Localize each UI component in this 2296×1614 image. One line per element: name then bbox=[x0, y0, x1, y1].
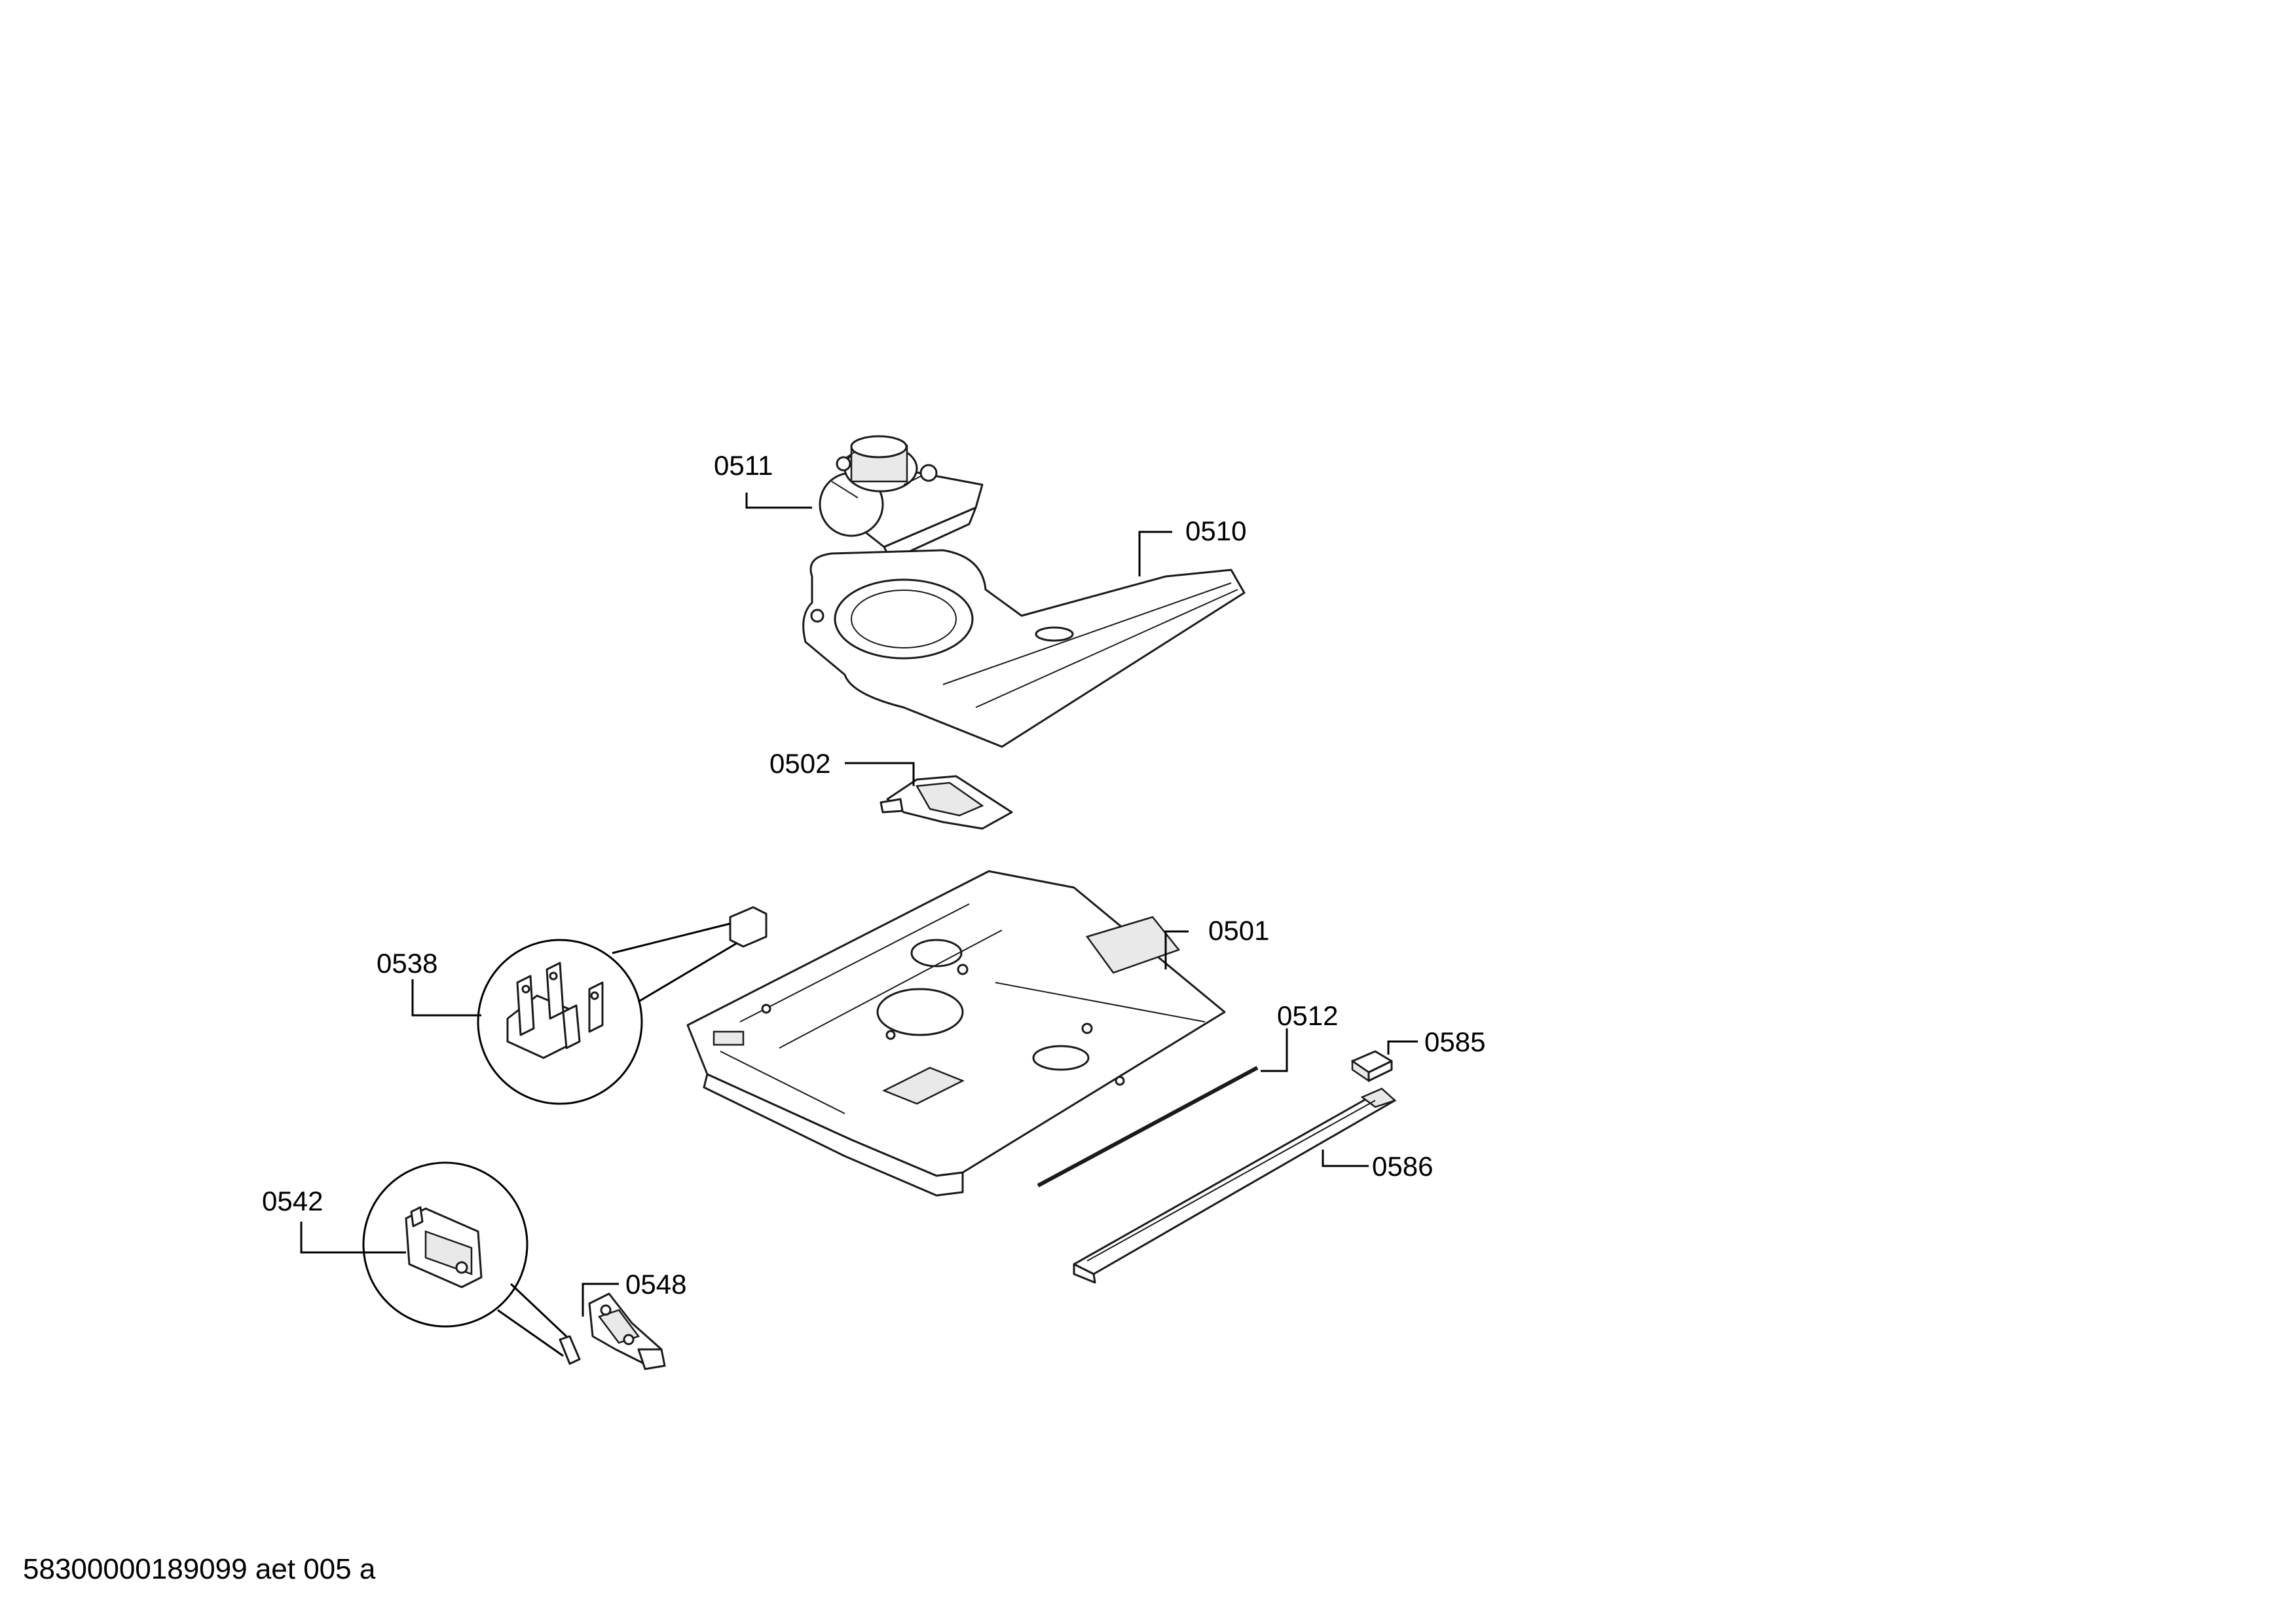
document-code: 58300000189099 aet 005 a bbox=[23, 1553, 376, 1585]
part-0510-air-duct bbox=[802, 549, 1246, 748]
part-0538-detail bbox=[477, 906, 768, 1105]
label-0510: 0510 bbox=[1185, 516, 1246, 546]
part-0542-detail bbox=[362, 1161, 581, 1365]
label-0586: 0586 bbox=[1372, 1151, 1433, 1182]
part-0511-fan-motor bbox=[819, 435, 984, 561]
leader-lines bbox=[300, 493, 1418, 1317]
label-0548: 0548 bbox=[625, 1269, 686, 1300]
label-0542: 0542 bbox=[262, 1186, 323, 1216]
part-0586-rail bbox=[1073, 1087, 1397, 1284]
part-0501-base-plate bbox=[686, 870, 1226, 1197]
part-number-labels: 0511 0510 0502 0501 0538 0512 0585 0586 … bbox=[262, 450, 1485, 1300]
part-0548-lock bbox=[588, 1292, 666, 1370]
label-0511: 0511 bbox=[714, 450, 773, 481]
part-0502-bracket bbox=[880, 775, 1013, 830]
part-0512-rod bbox=[1037, 1066, 1259, 1188]
label-0502: 0502 bbox=[769, 748, 830, 779]
label-0512: 0512 bbox=[1277, 1000, 1338, 1031]
label-0501: 0501 bbox=[1208, 915, 1269, 946]
part-0585-clip bbox=[1351, 1050, 1393, 1083]
label-0538: 0538 bbox=[377, 948, 437, 979]
label-0585: 0585 bbox=[1424, 1026, 1485, 1057]
